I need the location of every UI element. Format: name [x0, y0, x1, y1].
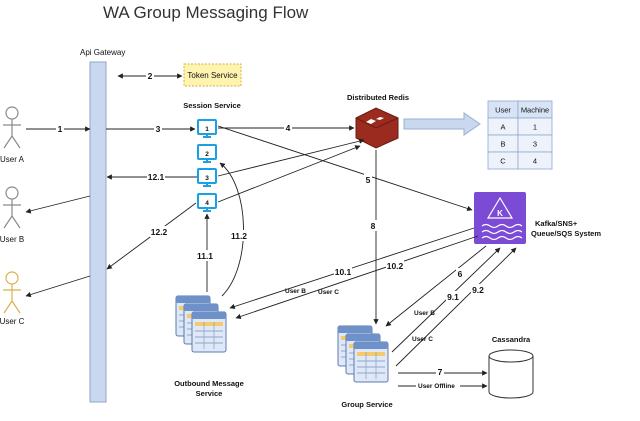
step-label-10-1: 10.1: [335, 267, 352, 277]
step-label-1: 1: [58, 124, 63, 134]
edge-label-user-c-kafka: User C: [318, 289, 339, 296]
step-label-6: 6: [458, 269, 463, 279]
step-label-12-1: 12.1: [148, 172, 165, 182]
edge-labels: User B User C User B User C User Offline: [285, 288, 460, 390]
table-cell-text: 3: [533, 140, 537, 149]
step-label-2: 2: [148, 71, 153, 81]
table-header-text: User: [495, 106, 511, 115]
api-gateway-bar: [89, 61, 107, 403]
diagram-title: WA Group Messaging Flow: [103, 3, 309, 22]
edge-label-user-b-kafka: User B: [285, 288, 306, 295]
step-label-7: 7: [438, 367, 443, 377]
api-gateway-label: Api Gateway: [80, 48, 125, 57]
outbound-service-label-line1: Outbound Message: [174, 379, 244, 388]
step-label-9-2: 9.2: [472, 285, 484, 295]
table-cell-text: A: [500, 123, 505, 132]
user-c-icon: [2, 271, 22, 314]
arrow-5: [217, 125, 473, 212]
kafka-queue-icon: [481, 196, 523, 241]
arrow-sess4-redis: [217, 145, 361, 203]
table-cell-text: 4: [533, 157, 537, 166]
user-b-label: User B: [0, 235, 24, 244]
step-label-4: 4: [286, 123, 291, 133]
arrow-sess3-redis: [217, 138, 365, 177]
step-label-8: 8: [371, 221, 376, 231]
redis-icon: [355, 107, 399, 149]
step-label-9-1: 9.1: [447, 292, 459, 302]
token-service-box: [183, 63, 242, 87]
kafka-icon-letter: K: [497, 209, 503, 218]
step-label-5: 5: [366, 175, 371, 185]
group-service-icon: [337, 325, 389, 383]
session-server-4: 4: [197, 193, 217, 212]
kafka-label-line2: Queue/SQS System: [531, 229, 601, 238]
group-service-label: Group Service: [341, 400, 392, 409]
edge-label-user-c-group: User C: [412, 336, 433, 343]
kafka-label-line1: Kafka/SNS+: [535, 219, 578, 228]
arrow-9-2: [395, 247, 517, 367]
distributed-redis-label: Distributed Redis: [347, 93, 409, 102]
session-server-2-label: 2: [205, 151, 209, 158]
table-cell-text: 1: [533, 123, 537, 132]
step-label-11-2: 11.2: [231, 231, 247, 241]
redis-to-table-arrow: [403, 112, 481, 136]
flow-step-labels: 1 2 3 4 5 6 7 8 9.1 9.2 10.1 10.2 11.1 1…: [56, 70, 485, 377]
table-cell-text: C: [500, 157, 506, 166]
arrow-11-2: [219, 162, 244, 297]
user-b-icon: [2, 186, 22, 229]
session-server-4-label: 4: [205, 200, 209, 207]
step-label-10-2: 10.2: [387, 261, 404, 271]
step-label-11-1: 11.1: [197, 251, 213, 261]
step-label-12-2: 12.2: [151, 227, 168, 237]
table-cell-text: B: [500, 140, 505, 149]
arrow-user-c: [25, 275, 91, 298]
cassandra-db-icon: [488, 349, 534, 399]
session-server-3-label: 3: [205, 175, 209, 182]
table-header-text: Machine: [521, 106, 549, 115]
cassandra-label: Cassandra: [492, 335, 531, 344]
edge-label-user-offline: User Offline: [418, 383, 455, 390]
user-a-label: User A: [0, 155, 25, 164]
session-server-1-label: 1: [205, 126, 209, 133]
session-server-1: 1: [197, 119, 217, 138]
edge-label-user-b-group: User B: [414, 310, 435, 317]
arrow-10-2: [235, 235, 479, 319]
session-server-2: 2: [197, 144, 217, 163]
user-a-icon: [2, 106, 22, 149]
outbound-service-label-line2: Service: [196, 389, 223, 398]
arrow-user-b: [25, 195, 91, 214]
step-label-3: 3: [156, 124, 161, 134]
user-c-label: User C: [0, 317, 25, 326]
token-service-label: Token Service: [187, 71, 238, 80]
session-server-3: 3: [197, 168, 217, 187]
table-cell: [517, 151, 553, 170]
arrow-6: [385, 245, 487, 327]
session-service-label: Session Service: [183, 101, 241, 110]
outbound-message-service-icon: [175, 295, 227, 353]
